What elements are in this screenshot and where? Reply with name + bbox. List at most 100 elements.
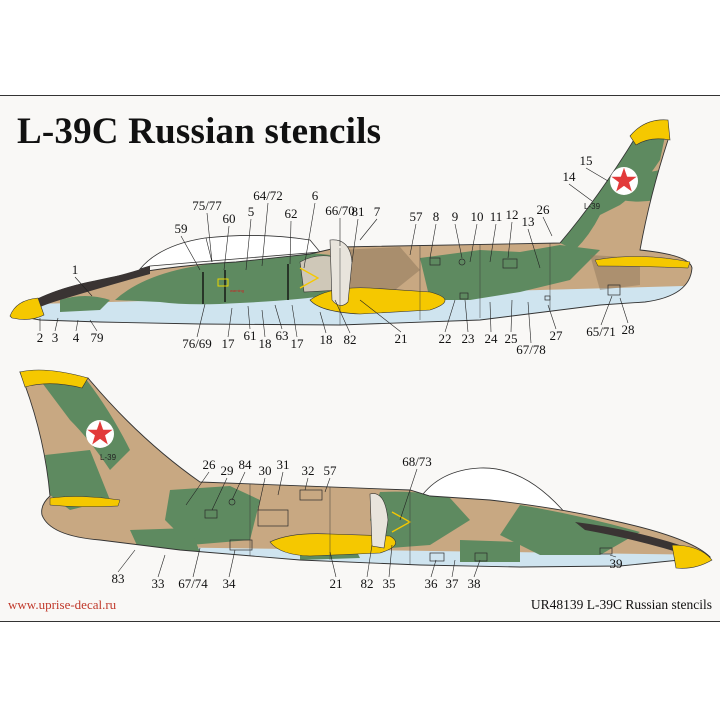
callout-leader [600,295,613,326]
callout-number: 79 [91,330,104,345]
callout-number: 18 [259,336,272,351]
callout-leader [75,319,79,332]
serial-label-bottom: L-39 [100,453,117,462]
callout-leader [74,276,93,297]
callout-number: 67/78 [516,342,546,357]
callout-number: 9 [452,209,459,224]
callout-number: 62 [285,206,298,221]
callout-leader [277,471,284,496]
callout-number: 34 [223,576,237,591]
callout-leader [192,547,201,578]
callout-leader [157,554,166,578]
callout-leader [454,223,463,259]
callout-leader [547,304,557,330]
callout-number: 27 [550,328,564,343]
callout-leader [469,223,478,263]
callout-number: 36 [425,576,439,591]
callout-leader [247,305,251,330]
callout-number: 14 [563,169,577,184]
callout-number: 64/72 [253,188,283,203]
callout-number: 6 [312,188,319,203]
callout-leader [329,551,337,578]
fin-tip-top [629,119,671,146]
callout-number: 21 [395,331,408,346]
nose-cone-top [9,297,45,320]
callout-number: 13 [522,214,535,229]
callout-leader [489,223,497,263]
callout-leader [451,559,456,578]
callout-number: 15 [580,153,593,168]
callout-number: 38 [468,576,481,591]
callout-number: 39 [610,556,623,571]
callout-leader [223,225,230,271]
callout-number: 17 [291,336,305,351]
callout-leader [261,202,269,267]
callout-number: 35 [383,576,396,591]
callout-leader [227,307,233,338]
callout-leader [609,554,617,558]
callout-number: 63 [276,328,289,343]
callout-leader [388,544,393,578]
callout-number: 57 [410,209,424,224]
callout-leader [585,167,609,182]
callout-number: 30 [259,463,272,478]
callout-number: 1 [72,262,79,277]
callout-number: 29 [221,463,234,478]
callout-leader [196,303,206,338]
callout-number: 22 [439,331,452,346]
callout-leader [231,471,246,501]
callout-leader [324,477,331,493]
callout-leader [274,304,283,330]
callout-number: 3 [52,330,59,345]
callout-number: 12 [506,207,519,222]
stabilizer-bottom [49,496,121,508]
tip-tank-top [309,287,446,315]
callout-number: 60 [223,211,236,226]
callout-leader [334,299,351,334]
callout-number: 8 [433,209,440,224]
tip-tank-bottom [269,533,396,557]
callout-number: 67/74 [178,576,208,591]
callout-number: 18 [320,332,333,347]
callout-leader [366,544,373,578]
callout-number: 17 [222,336,236,351]
canopy-top [138,235,321,270]
callout-number: 75/77 [192,198,222,213]
website-link[interactable]: www.uprise-decal.ru [8,597,117,612]
callout-leader [527,228,541,269]
callout-number: 25 [505,331,518,346]
callout-number: 81 [352,204,365,219]
callout-leader [359,218,378,241]
callout-leader [527,301,532,344]
callout-number: 31 [277,457,290,472]
callout-leader [542,216,553,237]
callout-number: 61 [244,328,257,343]
callout-number: 68/73 [402,454,432,469]
callout-number: 4 [73,330,80,345]
callout-leader [359,299,402,333]
callout-number: 33 [152,576,165,591]
callout-number: 66/70 [325,203,355,218]
callout-leader [351,218,359,263]
callout-leader [507,221,513,259]
callout-leader [180,235,201,271]
callout-number: 24 [485,331,499,346]
callout-number: 21 [330,576,343,591]
callout-leader [510,299,513,333]
callout-leader [206,212,213,263]
callout-number: 28 [622,322,635,337]
callout-leader [429,223,437,259]
callout-leader [464,299,469,333]
sheet-title: L-39C Russian stencils [17,111,382,152]
callout-number: 65/71 [586,324,616,339]
callout-leader [211,477,228,511]
anti-glare-panel-bottom [575,522,700,556]
fin-tip-bottom [19,369,89,389]
callout-leader [89,319,98,332]
callout-number: 26 [537,202,551,217]
callout-leader [303,202,316,269]
callout-number: 37 [446,576,460,591]
